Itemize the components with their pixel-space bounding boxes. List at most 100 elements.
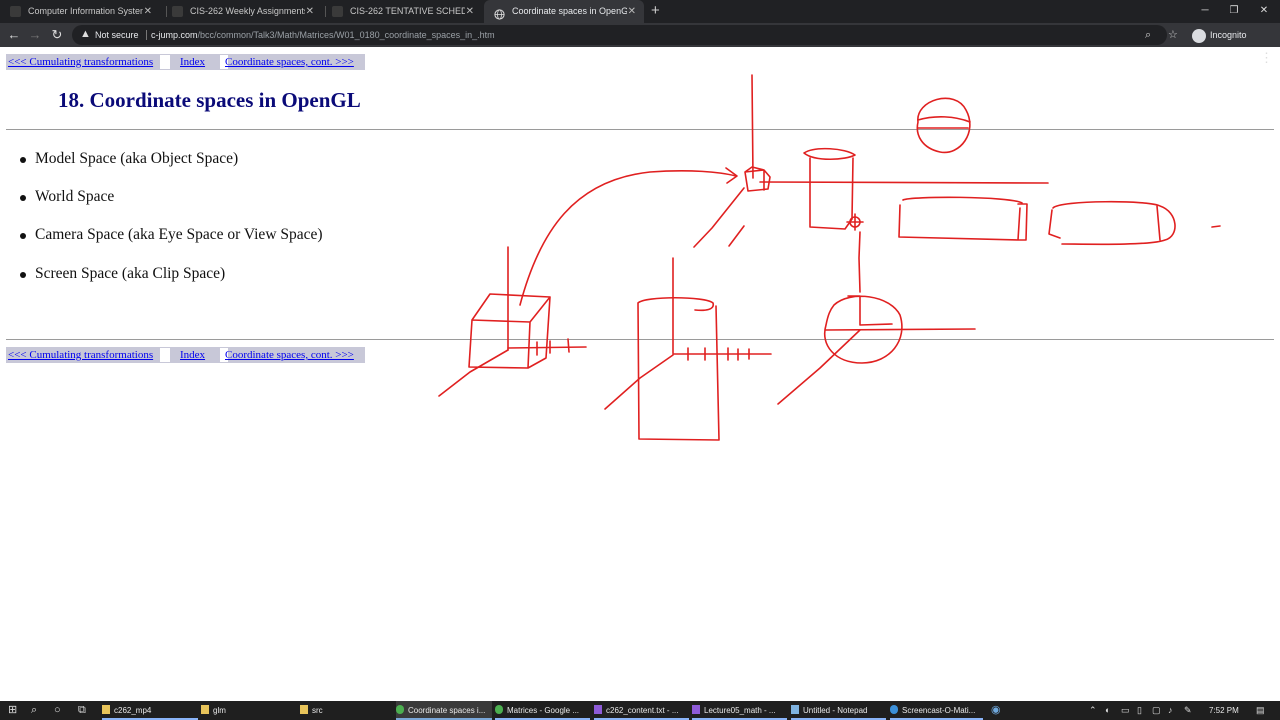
address-bar[interactable]: ▲ Not secure c-jump.com/bcc/common/Talk3… — [72, 25, 1167, 45]
prev-page-link[interactable]: <<< Cumulating transformations — [8, 349, 154, 361]
url-path: /bcc/common/Talk3/Math/Matrices/W01_0180… — [197, 30, 495, 40]
new-tab-button[interactable]: + — [651, 2, 660, 19]
tick-stroke — [536, 338, 570, 356]
taskbar-item[interactable]: src — [300, 701, 394, 720]
taskbar-item[interactable]: c262_content.txt - ... — [594, 701, 689, 720]
warning-icon[interactable]: ▲ — [80, 28, 91, 40]
battery-icon[interactable]: ▯ — [1137, 705, 1142, 715]
tab-coordinate-spaces[interactable]: Coordinate spaces in OpenGL ✕ — [484, 0, 644, 23]
minimize-button[interactable]: ─ — [1201, 5, 1209, 16]
index-link[interactable]: Index — [180, 349, 206, 361]
incognito-label: Incognito — [1210, 30, 1247, 40]
windows-start-icon[interactable]: ⊞ — [8, 704, 18, 716]
taskbar-item-label: Coordinate spaces i... — [408, 706, 486, 715]
back-button[interactable]: ← — [7, 27, 21, 42]
diagonal-axis-stroke — [438, 349, 509, 397]
diagonal-axis-stroke — [693, 187, 745, 248]
bullet-icon — [20, 233, 26, 239]
recording-icon[interactable]: ◉ — [991, 704, 1001, 716]
chevron-up-icon[interactable]: ⌃ — [1089, 705, 1097, 715]
connector-stroke — [858, 231, 861, 293]
tab-divider — [325, 6, 326, 17]
close-icon[interactable]: ✕ — [465, 6, 474, 17]
dash-stroke — [1211, 225, 1221, 228]
page-title: 18. Coordinate spaces in OpenGL — [58, 88, 361, 112]
close-window-button[interactable]: ✕ — [1259, 5, 1269, 16]
security-status[interactable]: Not secure — [95, 30, 139, 40]
index-link[interactable]: Index — [180, 56, 206, 68]
taskbar-item[interactable]: Coordinate spaces i... — [396, 701, 492, 720]
arrow-head-stroke — [725, 167, 738, 184]
bullet-icon — [20, 195, 26, 201]
forward-button[interactable]: → — [28, 27, 42, 42]
cortana-icon[interactable]: ○ — [54, 704, 61, 716]
taskbar-item[interactable]: Screencast-O-Mati... — [890, 701, 983, 720]
cylinder-stroke — [803, 147, 856, 230]
taskbar-item-label: glm — [213, 706, 226, 715]
search-icon[interactable]: ⌕ — [31, 704, 38, 716]
bullet-icon — [20, 157, 26, 163]
horizontal-axis-stroke — [759, 181, 1049, 184]
cylinder-stroke — [637, 297, 720, 441]
folder-tray-icon[interactable]: ▢ — [1152, 705, 1161, 715]
tab-label: CIS-262 Weekly Assignments — [190, 6, 305, 16]
taskbar-item[interactable]: Lecture05_math - ... — [692, 701, 787, 720]
incognito-icon — [1192, 28, 1206, 43]
cylinder-stroke — [898, 196, 1028, 241]
tab-weekly-assignments[interactable]: CIS-262 Weekly Assignments ✕ — [162, 0, 322, 23]
chrome-icon — [396, 705, 404, 714]
page-icon — [332, 6, 343, 17]
close-icon[interactable]: ✕ — [143, 6, 152, 17]
reload-button[interactable]: ↻ — [51, 27, 63, 42]
zoom-icon[interactable]: ⌕ — [1145, 29, 1152, 41]
clock[interactable]: 7:52 PM — [1209, 706, 1239, 715]
folder-icon — [201, 705, 209, 714]
diagonal-axis-stroke — [604, 354, 674, 410]
bullet-icon — [20, 272, 26, 278]
notification-icon[interactable]: ▤ — [1256, 705, 1265, 715]
next-page-link[interactable]: Coordinate spaces, cont. >>> — [225, 56, 354, 68]
close-icon[interactable]: ✕ — [627, 6, 636, 17]
diagonal-axis-stroke — [777, 329, 861, 405]
incognito-indicator[interactable]: Incognito — [1192, 26, 1247, 44]
taskbar-item-label: src — [312, 706, 323, 715]
task-view-icon[interactable]: ⧉ — [78, 704, 86, 716]
tab-label: CIS-262 TENTATIVE SCHEDULE — [350, 6, 465, 16]
taskbar-item-label: c262_content.txt - ... — [606, 706, 679, 715]
browser-tab-strip: Computer Information Systems I ✕ CIS-262… — [0, 0, 1280, 23]
annotation-drawing — [438, 74, 1221, 441]
taskbar-item[interactable]: glm — [201, 701, 297, 720]
maximize-button[interactable]: ❐ — [1229, 5, 1239, 16]
taskbar-item[interactable]: c262_mp4 — [102, 701, 198, 720]
url-text[interactable]: c-jump.com/bcc/common/Talk3/Math/Matrice… — [151, 25, 495, 45]
tab-tentative-schedule[interactable]: CIS-262 TENTATIVE SCHEDULE ✕ — [322, 0, 482, 23]
pen-icon[interactable]: ✎ — [1184, 705, 1192, 715]
bookmark-star-icon[interactable]: ☆ — [1168, 29, 1178, 41]
volume-icon[interactable]: ♪ — [1168, 705, 1173, 715]
cylinder-stroke — [1048, 200, 1176, 246]
horizontal-axis-stroke — [507, 346, 587, 349]
nav-spacer — [160, 348, 170, 362]
close-icon[interactable]: ✕ — [305, 6, 314, 17]
tab-divider — [166, 6, 167, 17]
network-icon[interactable]: ◐ — [1105, 705, 1111, 715]
page-icon — [172, 6, 183, 17]
chrome-icon — [495, 705, 503, 714]
browser-toolbar: ← → ↻ ▲ Not secure c-jump.com/bcc/common… — [0, 23, 1280, 65]
small-cube-stroke — [744, 166, 771, 192]
tab-computer-information-systems[interactable]: Computer Information Systems I ✕ — [0, 0, 160, 23]
menu-icon[interactable]: ⋮ — [1260, 50, 1273, 65]
globe-icon — [494, 6, 505, 20]
page-icon — [10, 6, 21, 17]
display-icon[interactable]: ▭ — [1121, 705, 1130, 715]
address-divider — [146, 30, 147, 40]
bottom-navigation: <<< Cumulating transformations Index Coo… — [6, 347, 365, 363]
taskbar-item[interactable]: Matrices - Google ... — [495, 701, 590, 720]
next-page-link[interactable]: Coordinate spaces, cont. >>> — [225, 349, 354, 361]
prev-page-link[interactable]: <<< Cumulating transformations — [8, 56, 154, 68]
top-navigation: <<< Cumulating transformations Index Coo… — [6, 54, 365, 70]
divider — [6, 339, 1274, 340]
folder-icon — [300, 705, 308, 714]
taskbar-item[interactable]: Untitled - Notepad — [791, 701, 886, 720]
taskbar-item-label: c262_mp4 — [114, 706, 152, 715]
